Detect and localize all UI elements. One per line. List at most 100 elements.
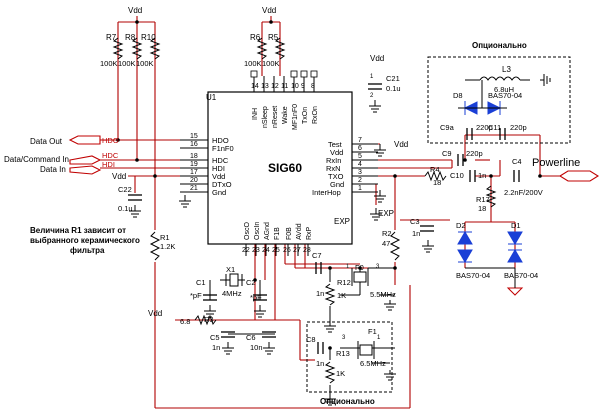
c22-value: 0.1u [118,204,133,213]
vdd-label-bottom: Vdd [148,309,162,318]
vdd-label-top-mid: Vdd [262,6,276,15]
r8-value: 100K [118,59,136,68]
hdo-tag-text: HDO [102,136,119,145]
chip-pin-name-hdo: HDO [212,136,229,145]
chip-pin-name-rxon: RxOn [312,106,319,124]
chip-pin-name-avdd: AVdd [296,223,303,240]
l3-value: 6.8uH [494,85,514,94]
optional-top-title: Опционально [472,41,527,50]
powerline-label: Powerline [532,157,580,169]
c11-value: 220p [510,123,527,132]
chip-pin-num-2: 2 [358,177,362,184]
l3-label: L3 [502,65,511,74]
c1-value: *pF [190,291,202,300]
d2-label: D2 [456,221,466,230]
chip-pin-num-5: 5 [358,153,362,160]
c21-value: 0.1u [386,84,401,93]
c21-pin-1: 1 [370,74,374,80]
chip-pin-num-11: 11 [281,83,288,90]
r1-note-line-2: выбранного керамического [30,236,140,245]
c4-label: C4 [512,157,522,166]
chip-pin-name-dtxo: DTxO [212,180,232,189]
chip-pin-name-f1nf0: F1nF0 [212,144,234,153]
chip-pin-name-f0b: F0B [286,227,293,240]
chip-pin-name-vdd-right: Vdd [330,148,343,157]
c10-value: 1n [478,171,486,180]
chip-pin-name-wake: Wake [282,106,289,124]
d2-part: BAS70-04 [456,271,490,280]
chip-body [207,91,353,245]
f1-pin-1: 1 [377,335,381,341]
data-in-tag [69,165,102,175]
chip-ref: U1 [206,93,217,102]
c9-label: C9 [442,149,452,158]
r1-label: R1 [160,233,170,242]
optional-bottom-title: Опционально [320,397,375,406]
chip-pin-name-txon: TxOn [302,107,309,124]
chip-pin-name-rxn: RxN [326,164,341,173]
c2-value: *pF [250,293,262,302]
hdc-tag-text: HDC [102,151,119,160]
chip-pin-name-oscin: OscIn [254,222,261,240]
r3-label: R3 [204,315,214,324]
c8-value: 1n [316,359,324,368]
d1-label: D1 [511,221,521,230]
chip-pin-num-27: 27 [293,247,301,254]
r12-value: 1K [337,291,346,300]
x1-value: 4MHz [222,289,242,298]
chip-pin-num-14: 14 [251,83,259,90]
c21-pin-2: 2 [370,93,374,99]
r4-label: R4 [430,165,440,174]
c4-value: 2.2nF/200V [504,188,543,197]
vdd-label-top-left: Vdd [128,6,142,15]
c5-value: 1n [212,343,220,352]
c8-label: C8 [306,335,316,344]
chip-pin-num-15: 15 [190,133,198,140]
f0-label: F0 [355,263,364,272]
c1-label: C1 [196,278,206,287]
r6-value: 100K [244,59,262,68]
r5-label: R5 [268,33,279,42]
chip-right-pin-lines [352,143,378,193]
r1-note-line-3: фильтра [70,246,105,255]
r2-value: 47 [382,239,390,248]
chip-pin-num-4: 4 [358,161,362,168]
optional-box-top [427,56,571,144]
chip-pin-num-9: 9 [301,83,305,90]
c7-value: 1n [316,289,324,298]
f0-value: 5.5MHz [370,290,396,299]
chip-pin-num-21: 21 [190,185,198,192]
resistor-zigzags [112,37,497,384]
r3-value: 6.8 [180,317,190,326]
c9-value: 220p [466,149,483,158]
r10-label: R10 [141,33,156,42]
powerline-tag [558,170,600,182]
f1-pin-3: 3 [342,335,346,341]
chip-pin-name-nsleep: nSleep [262,106,269,128]
r6-label: R6 [250,33,261,42]
c6-label: C6 [246,333,256,342]
signal-tags [68,135,600,182]
chip-pin-name-test: Test [328,140,343,149]
data-out-tag [68,135,101,145]
chip-name: SIG60 [268,161,302,175]
inductor-l3 [479,76,521,81]
d1-part: BAS70-04 [504,271,538,280]
chip-pin-num-22: 22 [242,247,250,254]
data-out-label: Data Out [30,137,63,146]
chip-pin-num-25: 25 [272,247,280,254]
chip-pin-num-3: 3 [358,169,362,176]
chip-pin-num-7: 7 [358,137,362,144]
chip-exp-label: EXP [334,217,350,226]
r2-label: R2 [382,229,392,238]
optional-box-bottom [306,321,393,393]
chip-pin-name-nreset: nReset [272,106,279,128]
r13-label: R13 [336,349,350,358]
x1-label: X1 [226,265,235,274]
r1-value: 1.2K [160,242,175,251]
chip-pin-name-hdc: HDC [212,156,229,165]
data-cmd-tag [69,155,102,165]
chip-pin-num-20: 20 [190,177,198,184]
